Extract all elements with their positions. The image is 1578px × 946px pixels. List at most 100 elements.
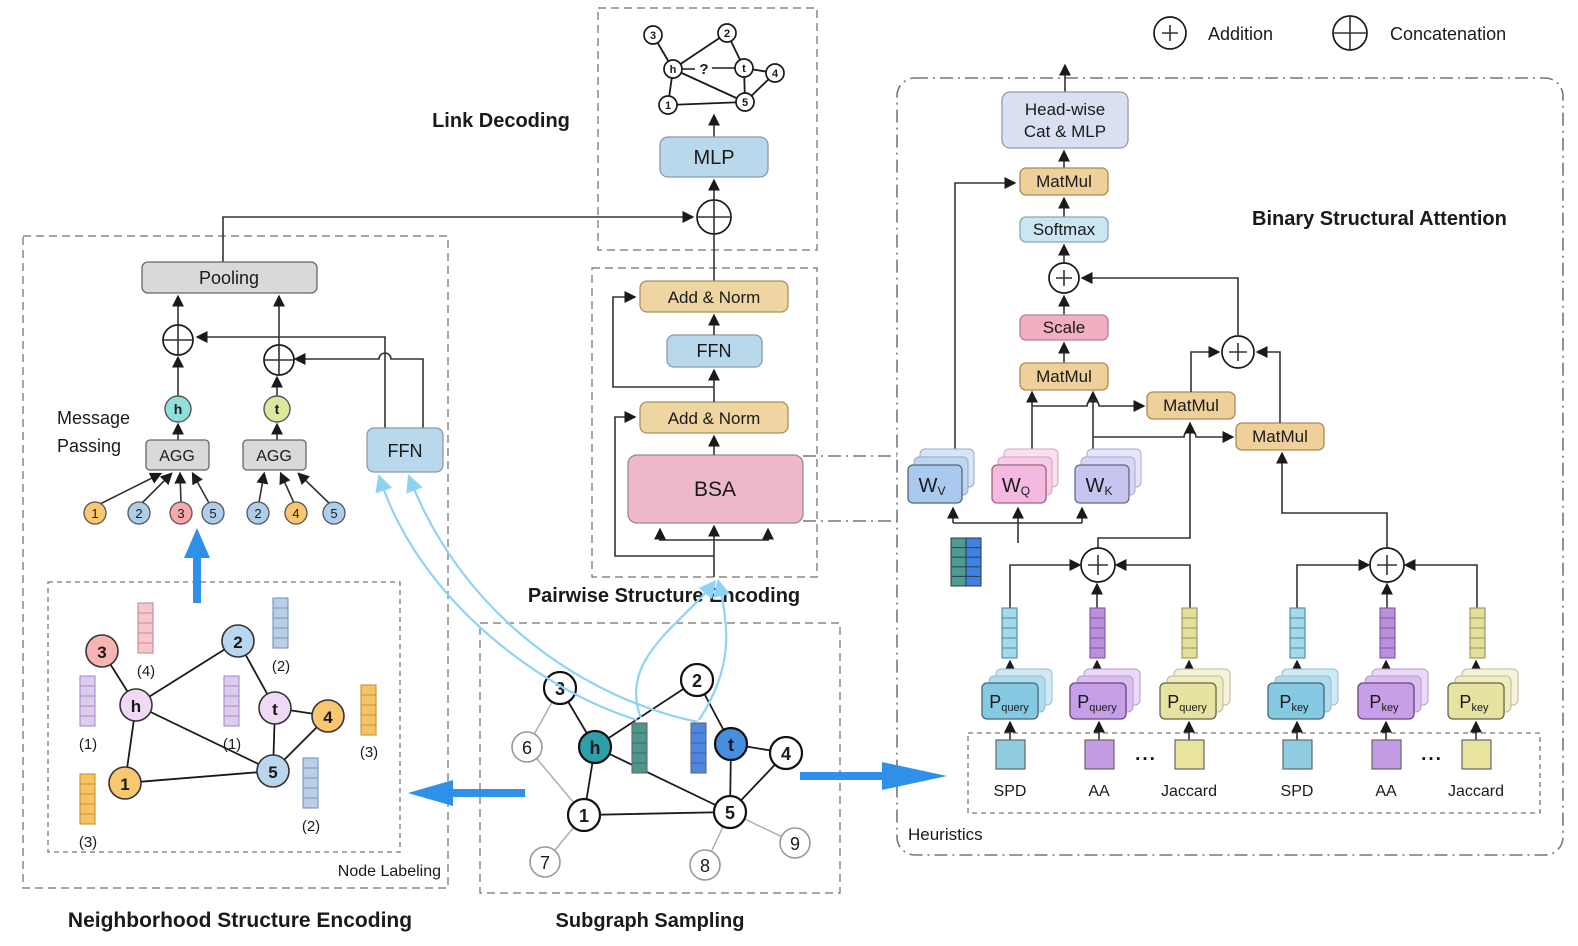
sg-node-1: 1 [579,806,589,826]
matmul-kp-label: MatMul [1252,427,1308,446]
sg-node-7: 7 [540,853,550,873]
ng-vector-4 [360,684,377,736]
softmax-box [1019,216,1109,243]
mlp-box [659,136,769,178]
pkey-stacks: Pkey Pkey Pkey [1267,659,1519,720]
ld-node-5: 5 [742,97,748,109]
node-labeling-graph: 3 2 h t 4 1 5 (4) (2) (1) (1) ( [79,597,378,851]
sg-node-3: 3 [555,679,565,699]
ng-vector-t [223,675,240,727]
node-labeling-box [47,581,401,853]
wv-to-matmul-line [954,177,1017,449]
link-decoding-graph: 3 2 h t 4 1 5 ? [643,23,785,115]
sg-node-h: h [590,738,601,758]
headwise-label-2: Cat & MLP [1024,122,1106,141]
mp-n1: 1 [91,506,98,521]
mp-n2: 2 [135,506,142,521]
pkey-spd-label: Pkey [1279,692,1309,714]
query-jaccard-label: Jaccard [1161,783,1217,800]
ld-node-h: h [670,64,677,76]
neighborhood-box [22,235,449,889]
ng-node-2: 2 [233,633,242,652]
bsa-panel-title: Binary Structural Attention [1252,208,1507,230]
wk-label: WK [1086,475,1113,498]
mp-n5: 5 [209,506,216,521]
ng-dist-4: (3) [360,744,378,761]
ng-vector-h [79,675,96,727]
sg-node-2: 2 [692,671,702,691]
agg-label-right: AGG [256,448,292,465]
key-aa-label: AA [1375,783,1397,800]
ng-node-1: 1 [120,775,129,794]
bsa-box [627,454,804,524]
mp-neighbor-nodes: 1 2 3 5 2 4 5 [83,501,346,525]
sg-h-vector [631,722,648,774]
ng-vector-5 [302,757,319,809]
scale-label: Scale [1043,318,1086,337]
sg-node-4: 4 [781,744,791,764]
pooling-to-concat-line [222,211,695,262]
ng-dist-1: (3) [79,834,97,851]
neighborhood-title: Neighborhood Structure Encoding [68,909,412,932]
mp-n5b: 5 [330,506,337,521]
add-norm-label-1: Add & Norm [668,409,761,428]
ht-embedding-matrix [950,537,982,587]
ng-node-t: t [272,700,278,719]
attention-add-icon [1048,262,1080,294]
ffn-mid-label: FFN [697,341,732,361]
add-norm-box-2 [639,280,789,313]
legend: Addition Concatenation [1153,15,1506,51]
sg-node-8: 8 [700,856,710,876]
subgraph-box [479,622,841,894]
link-decoding-title: Link Decoding [432,110,570,132]
headwise-label-1: Head-wise [1025,100,1105,119]
pquery-spd-label: Pquery [989,692,1029,714]
ng-dist-h: (1) [79,736,97,753]
residual-skip-2 [612,291,714,388]
key-spd-label: SPD [1281,783,1314,800]
wq-stack: WQ [991,448,1059,504]
mp-n4: 4 [292,506,299,521]
key-sum-to-matmul-line [1276,451,1388,548]
t-concat-icon [263,344,295,376]
ng-dist-t: (1) [223,736,241,753]
wq-label: WQ [1002,475,1030,498]
embedding-flow-curves [375,473,731,724]
softmax-label: Softmax [1033,220,1096,239]
sg-t-vector [690,722,707,774]
message-passing-label-2: Passing [57,436,121,456]
sg-node-9: 9 [790,834,800,854]
bsa-panel [896,77,1564,856]
ld-node-3: 3 [650,30,656,42]
ld-node-1: 1 [665,100,671,112]
agg-label-left: AGG [159,448,195,465]
query-aa-label: AA [1088,783,1110,800]
key-dots: ... [1421,744,1443,765]
ng-dist-3: (4) [137,663,155,680]
heuristic-squares: ... ... SPD AA Jaccard SPD AA Jaccard [994,720,1504,800]
ng-dist-5: (2) [302,818,320,835]
matmul-qk-box [1019,362,1109,391]
ng-dist-2: (2) [272,658,290,675]
scale-box [1019,314,1109,341]
legend-concatenation-label: Concatenation [1390,24,1506,44]
query-link-mark: ? [699,61,708,78]
agg-box-left [145,439,210,471]
key-jaccard-label: Jaccard [1448,783,1504,800]
ng-vector-2 [272,597,289,649]
mp-t-node [263,395,291,423]
ng-vector-3 [137,602,154,654]
wq-branch-line [1032,399,1146,412]
decode-concat-icon [696,199,732,235]
pkey-aa-label: Pkey [1369,692,1399,714]
matmul-av-label: MatMul [1036,172,1092,191]
bsa-label: BSA [694,478,736,501]
ng-vector-1 [79,773,96,825]
add-norm-label-2: Add & Norm [668,288,761,307]
bias-to-attention-line [1080,272,1239,336]
node-labeling-title: Node Labeling [338,863,441,880]
mp-n3: 3 [177,506,184,521]
agg-input-arrows [99,471,331,505]
ld-node-t: t [742,63,746,75]
